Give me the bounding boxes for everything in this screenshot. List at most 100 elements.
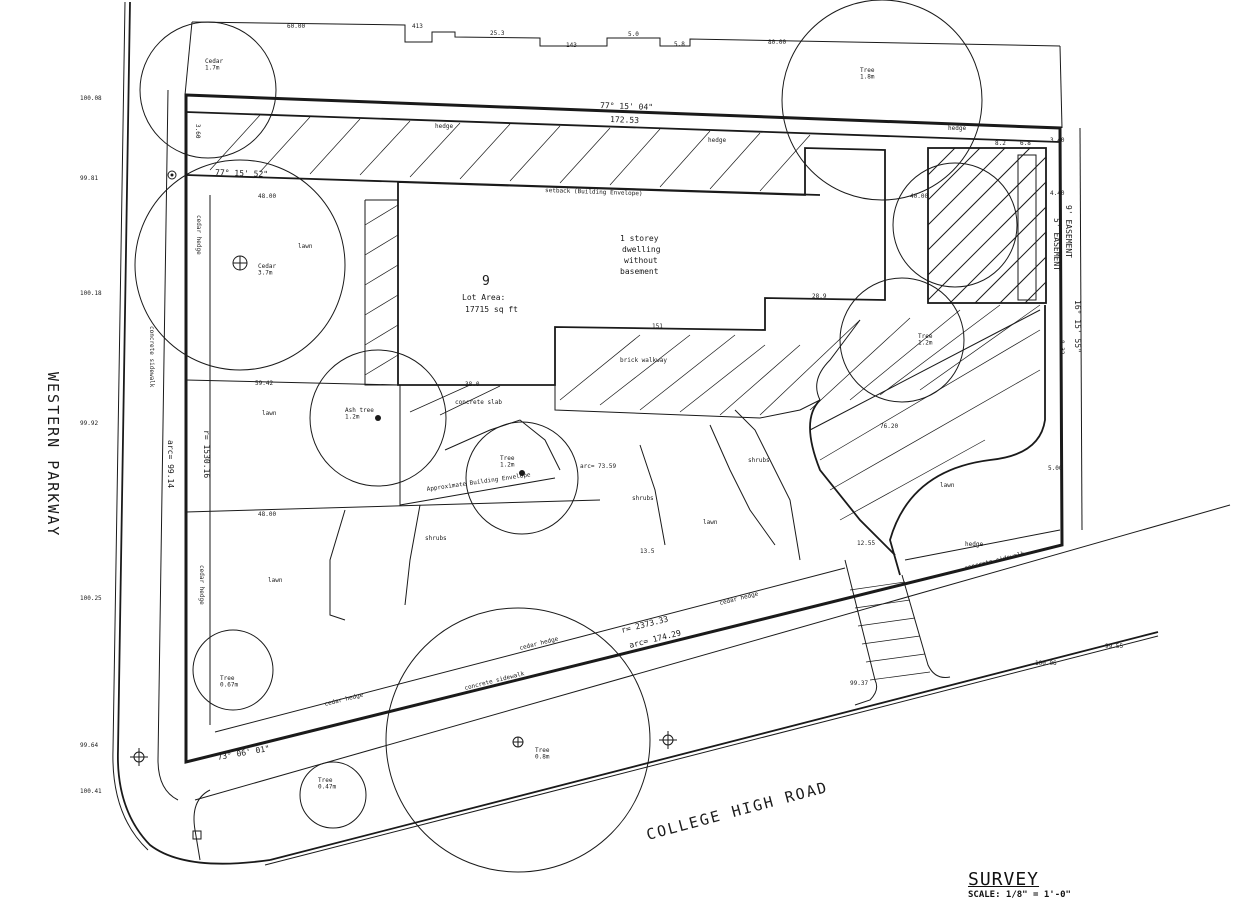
nw-neighbour-tie <box>184 21 193 96</box>
approx-envelope-label: Approximate Building Envelope <box>426 471 531 493</box>
south-road-curb <box>269 631 1159 861</box>
hedge-label-ne: hedge <box>948 125 966 132</box>
spot-elev-3: 100.18 <box>80 290 102 297</box>
tree-e-canopy <box>839 277 965 403</box>
tree-canopies <box>134 0 1018 873</box>
driveway-curve-east <box>889 305 1046 576</box>
concrete-slab-label: concrete slab <box>455 399 502 406</box>
lawn-label-2: lawn <box>262 410 277 417</box>
ash-tree-canopy <box>309 349 447 487</box>
dwelling-west-annex <box>364 199 398 386</box>
light-poles <box>130 170 677 840</box>
spot-elev-7: 100.41 <box>80 788 102 795</box>
west-radius-label: r= 1530.16 <box>202 430 211 478</box>
spot-elevations: 100.08 99.81 100.18 99.92 100.25 99.64 1… <box>80 95 1123 795</box>
shrub-bed-5 <box>709 424 776 546</box>
tree-trunks <box>232 255 525 748</box>
dim-13: 28.9 <box>812 293 827 300</box>
cedar-hedge-west-label: cedar hedge <box>195 215 202 255</box>
dwelling-line-2: dwelling <box>622 245 661 254</box>
survey-scale: SCALE: 1/8" = 1'-0" <box>968 890 1071 900</box>
shrub-bed-6 <box>734 409 801 561</box>
dim-23: 3.60 <box>194 124 201 139</box>
setback-envelope-label: setback (Building Envelope) <box>545 187 643 197</box>
hedge-label-north: hedge <box>435 123 453 130</box>
west-arc-label: arc= 99.14 <box>166 440 175 488</box>
driveway-curve-west <box>809 399 896 556</box>
dim-10: 48.00 <box>258 511 276 518</box>
shrubs-label-3: shrubs <box>748 457 770 464</box>
shrub-outlines <box>329 409 801 621</box>
street-name-western-parkway: WESTERN PARKWAY <box>44 372 62 537</box>
lot-area-label: Lot Area: <box>462 293 505 302</box>
garage-tree-canopy <box>892 162 1018 288</box>
cedar-hedge-south-label-3: cedar hedge <box>719 590 760 606</box>
dim-16: 8.32 <box>1058 340 1065 355</box>
shrub-bed-4 <box>639 444 666 546</box>
spot-elev-1: 100.08 <box>80 95 102 102</box>
spot-elev-10: 99.55 <box>1105 643 1123 650</box>
south-road-curb-edge <box>264 635 1159 866</box>
dim-20: 3.40 <box>1050 137 1065 144</box>
light-pole-icon-sw <box>130 748 148 766</box>
ash-tree-trunk-icon <box>375 415 381 421</box>
bearing-inner: 77° 15' 52" <box>215 168 268 179</box>
dim-7: 80.00 <box>768 39 786 46</box>
shrub-bed-2 <box>404 504 421 606</box>
dim-4: 5.0 <box>628 31 639 38</box>
dim-19: 4.40 <box>1050 190 1065 197</box>
lawn-label-1: lawn <box>298 243 313 250</box>
tree-mid-trunk-icon <box>519 470 525 476</box>
dim-17: 5.00 <box>1048 465 1063 472</box>
hedge-label-se: hedge <box>965 541 983 548</box>
shrubs-label-2: shrubs <box>632 495 654 502</box>
dim-15: 13.5 <box>640 548 655 555</box>
cedar-hedge-south-label: cedar hedge <box>324 691 365 707</box>
dim-18: 151 <box>652 323 663 330</box>
garage <box>927 147 1047 304</box>
western-parkway-curbs <box>112 1 271 865</box>
dim-2: 25.3 <box>490 30 505 37</box>
shrub-bed-3 <box>444 419 561 471</box>
cedar-nw-canopy <box>139 21 277 159</box>
spot-elev-2: 99.81 <box>80 175 98 182</box>
ne-tie-line <box>1059 45 1063 129</box>
dim-21: 8.2 <box>995 140 1006 147</box>
cedar-hedge-west-label-2: cedar hedge <box>198 565 205 605</box>
hedge-label-north-2: hedge <box>708 137 726 144</box>
dwelling-line-1: 1 storey <box>620 234 659 243</box>
light-pole-icon-s <box>659 731 677 749</box>
lot-area-value: 17715 sq ft <box>465 305 518 314</box>
driveway-edge-west <box>844 559 878 706</box>
south-sidewalk-line <box>194 504 1231 801</box>
dim-14: 38.0 <box>465 381 480 388</box>
garage-east-wall <box>1017 154 1037 301</box>
dim-9: 48.00 <box>258 193 276 200</box>
shrubs-label-1: shrubs <box>425 535 447 542</box>
property-boundary <box>184 21 1083 764</box>
cedar-hedge-south-label-2: cedar hedge <box>519 635 560 651</box>
cedar-hedge-south <box>214 567 846 733</box>
sidewalk-label-west: concrete sidewalk <box>148 326 155 388</box>
dwelling-line-4: basement <box>620 267 659 276</box>
tree-mid-canopy <box>465 421 579 535</box>
north-setback-hatch <box>209 114 811 192</box>
spot-elev-6: 99.64 <box>80 742 98 749</box>
dim-12: 40.00 <box>910 193 928 200</box>
lot-outline <box>184 93 1064 764</box>
lawn-label-5: lawn <box>940 482 955 489</box>
driveway <box>844 559 951 706</box>
spot-elev-9: 100.06 <box>1035 660 1057 667</box>
easement-5ft: 5' EASEMENT <box>1052 218 1061 271</box>
title-block: SURVEY SCALE: 1/8" = 1'-0" <box>968 870 1071 901</box>
driveway-edge-east <box>901 574 951 678</box>
west-hatch <box>364 204 399 376</box>
dwelling-line-3: without <box>624 256 658 265</box>
tree-small-canopy <box>299 761 367 829</box>
